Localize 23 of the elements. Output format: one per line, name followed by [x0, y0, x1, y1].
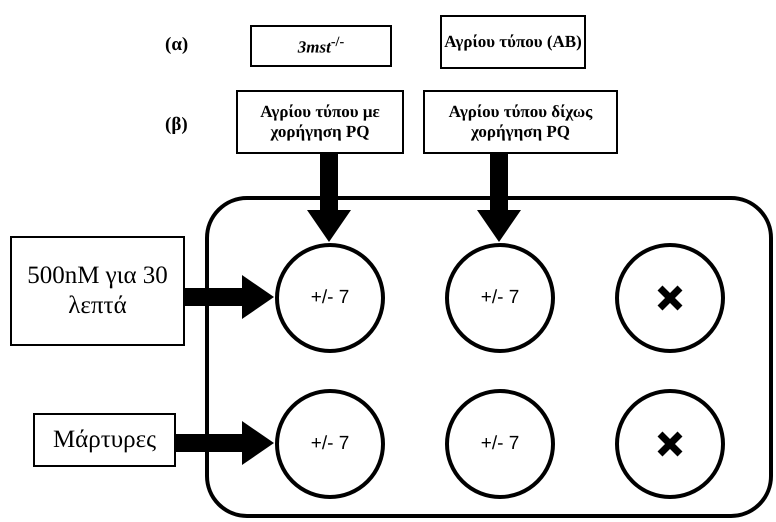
- box-text: Αγρίου τύπου (AB): [444, 32, 582, 52]
- row-label: (β): [165, 114, 188, 136]
- label-box: [250, 25, 392, 67]
- label-box: [33, 413, 176, 467]
- box-text: +/- 7: [310, 286, 350, 310]
- label-box: [423, 90, 618, 154]
- label-box: [236, 90, 404, 154]
- box-text: Μάρτυρες: [52, 425, 156, 455]
- box-text: Αγρίου τύπου δίχως χορήγηση PQ: [448, 102, 594, 142]
- label-box: [440, 15, 586, 69]
- row-label: (α): [165, 34, 188, 56]
- box-text: +/- 7: [480, 286, 520, 310]
- block-arrow: [477, 154, 521, 242]
- box-text: +/- 7: [480, 432, 520, 456]
- well-plate: [205, 196, 773, 518]
- block-arrow: [185, 275, 274, 319]
- box-text: 500nM για 30 λεπτά: [26, 261, 169, 321]
- box-text: +/- 7: [310, 432, 350, 456]
- block-arrow: [176, 421, 274, 465]
- block-arrow: [307, 154, 351, 242]
- box-text: 3mst$^{-/-}$: [298, 34, 344, 58]
- box-text: Αγρίου τύπου με χορήγηση PQ: [259, 102, 381, 142]
- label-box: [10, 236, 185, 346]
